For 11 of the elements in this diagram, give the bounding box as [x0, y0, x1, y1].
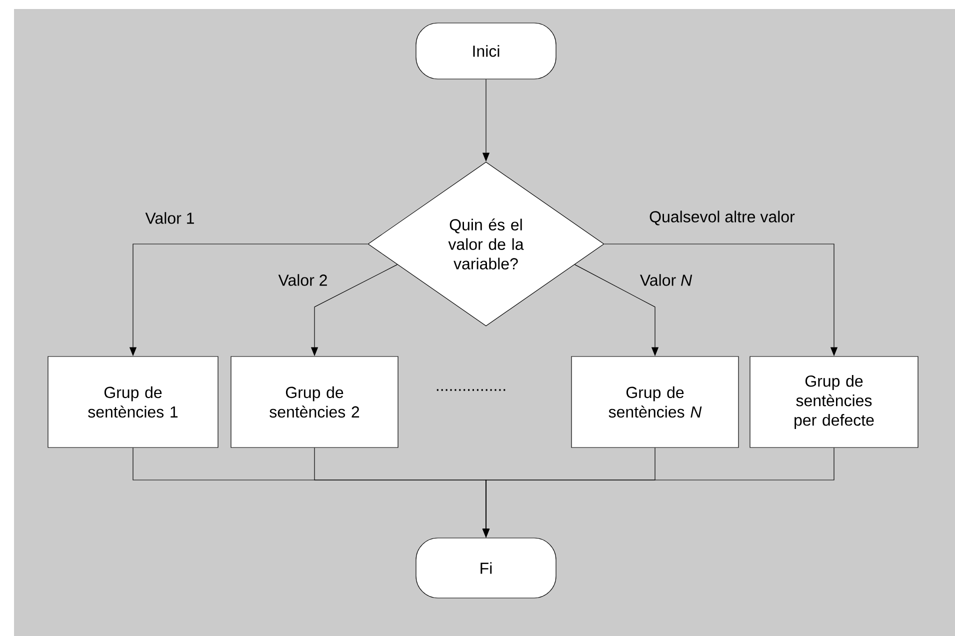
start-terminal: Inici [416, 22, 556, 80]
edge-label: Valor N [640, 274, 692, 286]
edge-label: Valor 1 [145, 212, 194, 224]
edge-label: Valor 2 [278, 274, 327, 286]
process-box: Grup de sentències 1 [48, 356, 218, 448]
edge-label: Qualsevol altre valor [650, 210, 795, 226]
ellipsis-label: ................ [436, 389, 506, 391]
process-box: Grup de sentències 2 [230, 356, 398, 448]
process-box: Grup de sentències per defecte [750, 356, 918, 448]
process-box: Grup de sentències N [571, 356, 739, 448]
end-terminal: Fi [416, 538, 556, 598]
